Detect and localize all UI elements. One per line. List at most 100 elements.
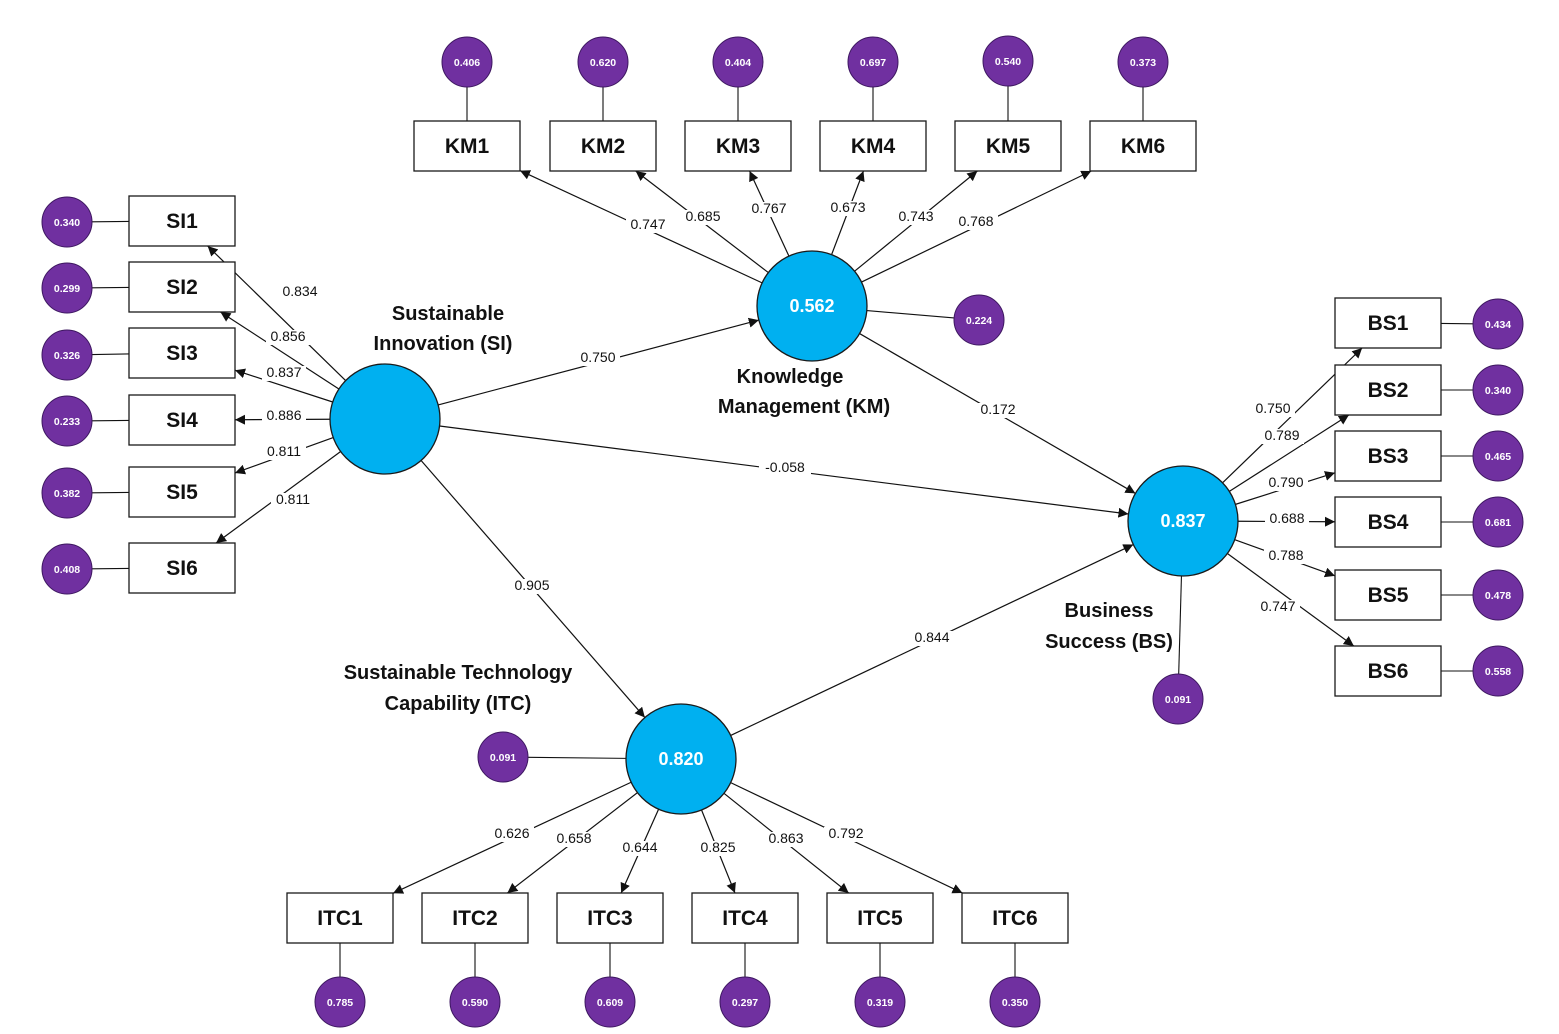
si1-indicator-label: SI1	[166, 210, 198, 233]
itc6-error-circle	[989, 976, 1041, 1028]
itc2-error-circle	[449, 976, 501, 1028]
bs1-indicator-box	[1334, 297, 1442, 349]
itc3-error-value: 0.609	[597, 997, 623, 1009]
km-structural-error-value: 0.224	[966, 315, 992, 327]
bs1-error-value: 0.434	[1485, 319, 1511, 331]
bs2-loading-label-bg	[1260, 429, 1304, 444]
itc3-indicator-box	[556, 892, 664, 944]
bs-latent-circle	[1127, 465, 1239, 577]
si1-loading-value: 0.834	[282, 283, 317, 299]
km2-indicator-label: KM2	[581, 135, 625, 158]
itc4-loading-label-bg	[696, 841, 740, 856]
km5-error-circle	[982, 35, 1034, 87]
km2-error-circle	[577, 36, 629, 88]
bs1-loading-value: 0.750	[1255, 400, 1290, 416]
km3-loading-label-bg	[747, 202, 791, 217]
si3-loading-label-bg	[262, 366, 306, 381]
km6-error-circle	[1117, 36, 1169, 88]
bs2-error-value: 0.340	[1485, 385, 1511, 397]
si-to-itc-coef-label-bg	[510, 579, 554, 594]
si6-indicator-box	[128, 542, 236, 594]
bs4-error-value: 0.681	[1485, 517, 1511, 529]
si-to-km-path-coefficient: 0.750	[580, 349, 615, 365]
km6-loading-label-bg	[954, 215, 998, 230]
km5-loading-label-bg	[894, 210, 938, 225]
si1-error-value: 0.340	[54, 217, 80, 229]
itc-to-bs-coef-label-bg	[910, 631, 954, 646]
itc-to-bs-path-coefficient: 0.844	[914, 629, 949, 645]
bs4-indicator-box	[1334, 496, 1442, 548]
bs2-indicator-box	[1334, 364, 1442, 416]
km4-error-value: 0.697	[860, 57, 886, 69]
km1-loading-value: 0.747	[630, 216, 665, 232]
km4-indicator-box	[819, 120, 927, 172]
si4-error-circle	[41, 395, 93, 447]
bs6-indicator-box	[1334, 645, 1442, 697]
si5-indicator-box	[128, 466, 236, 518]
km6-indicator-label: KM6	[1121, 135, 1165, 158]
bs-r-squared: 0.837	[1160, 511, 1205, 531]
km4-error-circle	[847, 36, 899, 88]
bs5-error-circle	[1472, 569, 1524, 621]
km3-loading-value: 0.767	[751, 200, 786, 216]
si4-loading-value: 0.886	[266, 407, 301, 423]
km5-error-value: 0.540	[995, 56, 1021, 68]
bs4-indicator-label: BS4	[1368, 511, 1409, 534]
itc-structural-error-link	[527, 756, 627, 759]
itc6-loading-value: 0.792	[828, 825, 863, 841]
itc-latent-name-line: Capability (ITC)	[385, 693, 532, 715]
bs3-error-value: 0.465	[1485, 451, 1511, 463]
bs2-loading-arrow	[1229, 414, 1350, 492]
si-to-bs-path-coefficient: -0.058	[765, 459, 805, 475]
si5-indicator-label: SI5	[166, 481, 198, 504]
bs6-error-circle	[1472, 645, 1524, 697]
itc3-loading-value: 0.644	[622, 839, 657, 855]
itc1-loading-value: 0.626	[494, 825, 529, 841]
itc5-loading-label-bg	[764, 832, 808, 847]
bs6-loading-value: 0.747	[1260, 598, 1295, 614]
km-structural-error-circle	[953, 294, 1005, 346]
bs5-loading-value: 0.788	[1268, 547, 1303, 563]
bs-structural-error-circle	[1152, 673, 1204, 725]
itc-latent-circle	[625, 703, 737, 815]
si-latent-circle	[329, 363, 441, 475]
si6-error-value: 0.408	[54, 564, 80, 576]
itc-structural-error-value: 0.091	[490, 752, 516, 764]
itc4-loading-value: 0.825	[700, 839, 735, 855]
bs-latent-name-line: Success (BS)	[1045, 631, 1173, 653]
itc5-error-value: 0.319	[867, 997, 893, 1009]
km3-error-circle	[712, 36, 764, 88]
km-latent-name-line: Management (KM)	[718, 396, 890, 418]
si-to-itc-path-coefficient: 0.905	[514, 577, 549, 593]
itc3-loading-label-bg	[618, 841, 662, 856]
km1-indicator-label: KM1	[445, 135, 490, 158]
itc-structural-error-circle	[477, 731, 529, 783]
itc1-indicator-label: ITC1	[317, 907, 363, 930]
si3-error-circle	[41, 329, 93, 381]
km-latent-name-line: Knowledge	[737, 366, 844, 388]
itc2-error-value: 0.590	[462, 997, 488, 1009]
si-latent-name-line: Innovation (SI)	[374, 333, 513, 355]
km3-indicator-box	[684, 120, 792, 172]
si4-indicator-label: SI4	[166, 409, 198, 432]
km5-loading-value: 0.743	[898, 208, 933, 224]
km4-loading-value: 0.673	[830, 199, 865, 215]
si5-loading-value: 0.811	[267, 443, 301, 459]
itc5-loading-value: 0.863	[768, 830, 803, 846]
bs6-indicator-label: BS6	[1368, 660, 1409, 683]
km6-indicator-box	[1089, 120, 1197, 172]
si2-error-circle	[41, 262, 93, 314]
km-latent-circle	[756, 250, 868, 362]
si6-loading-label-bg	[271, 493, 315, 508]
km2-indicator-box	[549, 120, 657, 172]
bs4-loading-value: 0.688	[1269, 510, 1304, 526]
itc1-error-value: 0.785	[327, 997, 353, 1009]
si3-loading-arrow	[234, 368, 333, 403]
si2-error-value: 0.299	[54, 283, 80, 295]
si6-error-circle	[41, 543, 93, 595]
itc6-loading-label-bg	[824, 827, 868, 842]
si2-loading-value: 0.856	[270, 328, 305, 344]
km1-indicator-box	[413, 120, 521, 172]
km5-indicator-label: KM5	[986, 135, 1031, 158]
